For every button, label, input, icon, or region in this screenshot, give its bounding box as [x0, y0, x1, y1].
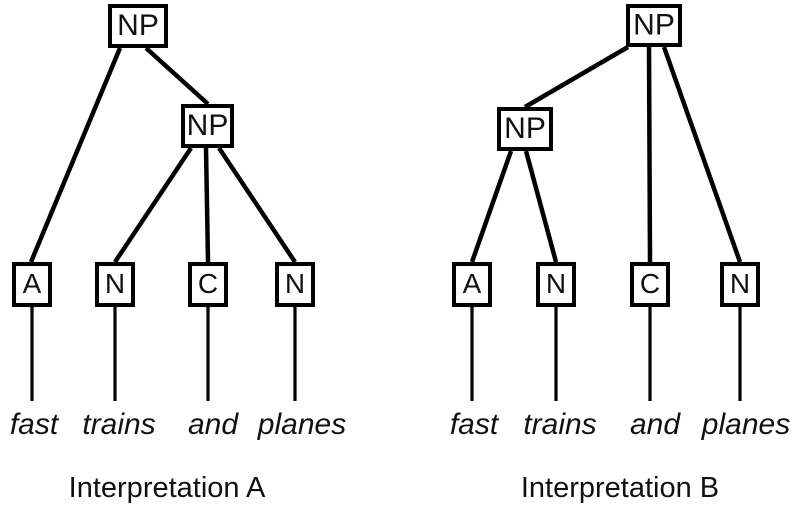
tree-node-a-np-root[interactable]: NP	[108, 4, 168, 48]
caption-interpretation-b: Interpretation B	[521, 472, 719, 504]
node-box-b-pos-n1	[536, 262, 576, 307]
node-box-b-pos-c	[630, 262, 670, 307]
terminal-word-b-pos-c: and	[630, 408, 681, 441]
node-box-a-np-root	[108, 4, 168, 48]
tree-edge-b-np-root-to-b-pos-c	[646, 46, 653, 263]
tree-edge-a-np-sub-to-a-pos-n2	[217, 146, 297, 264]
tree-edge-b-np-sub-to-b-pos-n1	[523, 150, 559, 263]
edge-group	[28, 46, 297, 264]
tree-node-b-pos-a[interactable]: A	[452, 262, 492, 307]
tree-node-b-pos-n1[interactable]: N	[536, 262, 576, 307]
node-label-a-pos-a: A	[23, 268, 42, 299]
tree-node-a-pos-c[interactable]: C	[188, 262, 228, 307]
node-box-a-pos-n2	[275, 262, 315, 307]
node-label-b-np-sub: NP	[504, 112, 546, 145]
terminal-word-a-pos-a: fast	[10, 408, 60, 441]
tree-edge-b-np-sub-to-b-pos-a	[469, 150, 514, 263]
terminal-word-a-pos-n1: trains	[82, 408, 155, 441]
node-box-a-pos-a	[12, 262, 52, 307]
terminal-word-b-pos-n2: planes	[701, 408, 790, 441]
node-label-b-pos-n1: N	[546, 268, 566, 299]
tree-node-b-np-root[interactable]: NP	[626, 4, 682, 47]
tree-node-b-pos-n2[interactable]: N	[720, 262, 760, 307]
tree-node-b-pos-c[interactable]: C	[630, 262, 670, 307]
tree-edge-a-np-root-to-a-pos-a	[28, 47, 123, 263]
terminal-word-a-pos-n2: planes	[257, 408, 346, 441]
node-label-a-np-sub: NP	[187, 109, 229, 142]
node-label-a-pos-c: C	[198, 268, 218, 299]
tree-node-a-pos-n1[interactable]: N	[95, 262, 135, 307]
edge-group	[469, 45, 743, 263]
tree-node-a-pos-n2[interactable]: N	[275, 262, 315, 307]
node-box-a-np-sub	[181, 104, 234, 148]
node-label-a-pos-n2: N	[285, 268, 305, 299]
tree-edge-a-np-sub-to-a-pos-c	[203, 147, 211, 263]
stem-group	[30, 307, 297, 401]
tree-edge-a-np-sub-to-a-pos-n1	[113, 146, 193, 264]
node-box-b-np-sub	[497, 107, 553, 151]
node-label-b-pos-n2: N	[730, 268, 750, 299]
node-label-b-pos-c: C	[640, 268, 660, 299]
tree-edge-b-np-root-to-b-np-sub	[523, 45, 630, 109]
node-label-b-pos-a: A	[463, 268, 482, 299]
terminal-word-a-pos-c: and	[188, 408, 239, 441]
node-label-b-np-root: NP	[633, 8, 675, 41]
tree-edge-b-np-root-to-b-pos-n2	[661, 46, 743, 263]
node-box-b-np-root	[626, 4, 682, 47]
tree-node-a-np-sub[interactable]: NP	[181, 104, 234, 148]
terminal-word-b-pos-a: fast	[450, 408, 500, 441]
terminal-word-b-pos-n1: trains	[523, 408, 596, 441]
tree-edge-a-np-root-to-a-np-sub	[144, 46, 210, 106]
caption-interpretation-a: Interpretation A	[69, 472, 266, 504]
node-box-a-pos-c	[188, 262, 228, 307]
node-label-a-np-root: NP	[117, 9, 159, 42]
node-box-b-pos-n2	[720, 262, 760, 307]
tree-node-b-np-sub[interactable]: NP	[497, 107, 553, 151]
node-label-a-pos-n1: N	[105, 268, 125, 299]
node-box-b-pos-a	[452, 262, 492, 307]
stem-group	[470, 307, 742, 401]
tree-node-a-pos-a[interactable]: A	[12, 262, 52, 307]
node-box-a-pos-n1	[95, 262, 135, 307]
